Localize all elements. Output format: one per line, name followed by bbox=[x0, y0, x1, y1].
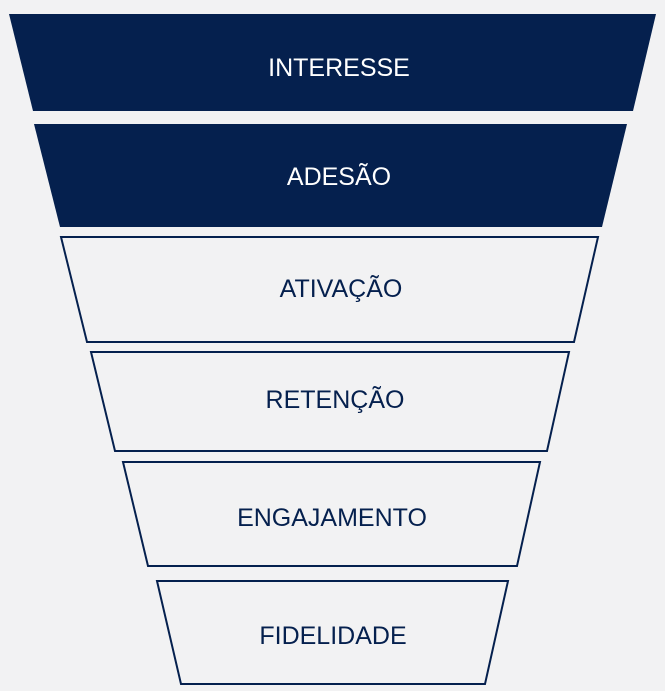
funnel-stage-fidelidade: FIDELIDADE bbox=[155, 580, 510, 685]
funnel-stage-ativacao: ATIVAÇÃO bbox=[59, 236, 600, 343]
stage-label-ativacao: ATIVAÇÃO bbox=[280, 274, 403, 303]
stage-label-adesao: ADESÃO bbox=[287, 162, 391, 191]
stage-label-retencao: RETENÇÃO bbox=[266, 385, 405, 414]
funnel-stage-engajamento: ENGAJAMENTO bbox=[121, 461, 542, 567]
funnel-stage-adesao: ADESÃO bbox=[34, 124, 627, 227]
stage-label-fidelidade: FIDELIDADE bbox=[259, 622, 406, 650]
stage-label-engajamento: ENGAJAMENTO bbox=[237, 504, 427, 532]
funnel-stage-interesse: INTERESSE bbox=[9, 14, 656, 111]
funnel-stage-retencao: RETENÇÃO bbox=[89, 351, 571, 452]
stage-label-interesse: INTERESSE bbox=[268, 54, 410, 82]
